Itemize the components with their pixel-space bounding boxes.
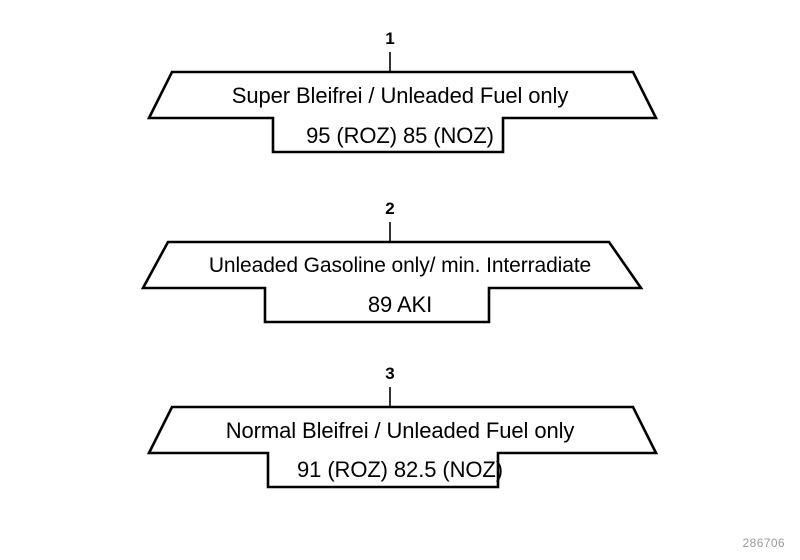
label-3-primary-text: Normal Bleifrei / Unleaded Fuel only <box>225 418 575 443</box>
label-3-octane-text: 91 (ROZ) 82.5 (NOZ) <box>297 457 503 482</box>
callout-number-2: 2 <box>385 199 395 218</box>
label-1-octane-text: 95 (ROZ) 85 (NOZ) <box>306 123 494 148</box>
label-2-octane-text: 89 AKI <box>367 292 433 317</box>
diagram-reference-number: 286706 <box>742 536 785 550</box>
label-shape-2[interactable] <box>140 240 644 324</box>
label-shape-1[interactable] <box>146 70 659 154</box>
label-1-primary-text: Super Bleifrei / Unleaded Fuel only <box>231 83 569 108</box>
callout-number-1: 1 <box>385 29 395 48</box>
label-2-primary-text: Unleaded Gasoline only/ min. Interradiat… <box>208 254 592 277</box>
callout-number-3: 3 <box>385 364 395 383</box>
label-shape-3[interactable] <box>146 405 659 489</box>
